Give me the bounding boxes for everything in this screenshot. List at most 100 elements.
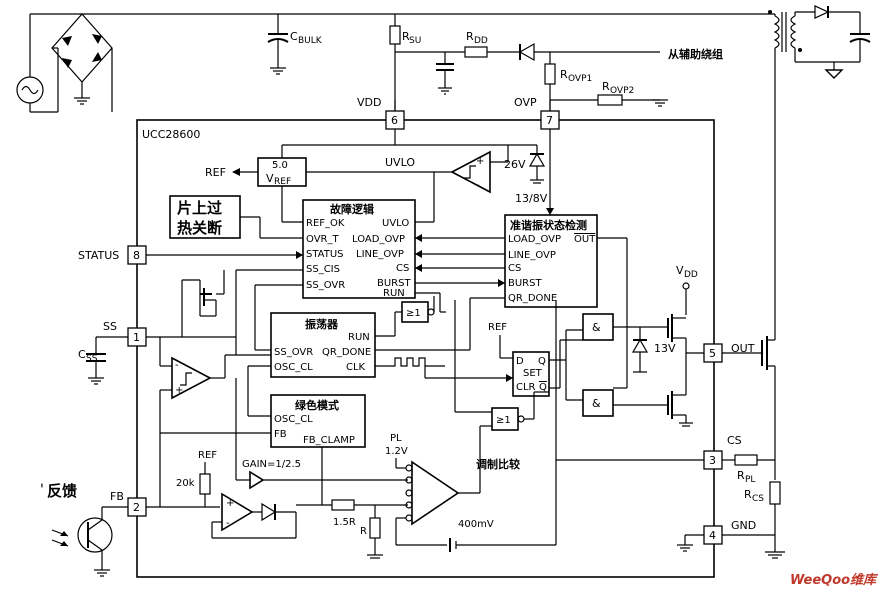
ref2: REF	[488, 322, 513, 359]
gain-buffer: GAIN=1/2.5	[235, 378, 408, 490]
bridge-rectifier	[30, 13, 113, 112]
svg-text:PL: PL	[390, 433, 402, 444]
svg-text:CS: CS	[396, 263, 409, 274]
svg-text:BURST: BURST	[377, 278, 411, 289]
svg-text:1.5R: 1.5R	[333, 517, 356, 528]
pin-2: 2 FB	[110, 490, 147, 517]
transformer	[768, 5, 871, 330]
fb-opamp: + -	[211, 492, 297, 539]
svg-text:&: &	[592, 321, 601, 334]
svg-text:+: +	[476, 156, 484, 167]
rovp1-sub: OVP1	[568, 74, 592, 84]
svg-text:RUN: RUN	[383, 288, 405, 299]
pin-4: 4 GND	[703, 519, 756, 545]
svg-text:调制比较: 调制比较	[476, 457, 520, 471]
zener-26v: 26V 13/8V	[504, 145, 548, 205]
vdd-cap	[436, 52, 454, 95]
oscillator-block: 振荡器 RUN SS_OVR QR_DONE OSC_CL CLK	[270, 312, 376, 378]
svg-text:FB_CLAMP: FB_CLAMP	[303, 435, 355, 446]
cbulk-label: C	[290, 30, 298, 43]
svg-text:SS_OVR: SS_OVR	[274, 347, 313, 358]
ss-hysteresis-comparator: - +	[159, 337, 271, 433]
rovp2-label: R	[602, 80, 610, 93]
rsu-label: R	[402, 30, 410, 43]
pin-8-name: STATUS	[78, 249, 119, 262]
svg-text:': '	[40, 482, 44, 498]
svg-text:C: C	[78, 348, 86, 361]
chip-name: UCC28600	[142, 128, 200, 141]
vref-block: 5.0 V REF REF	[205, 157, 307, 187]
svg-text:≥1: ≥1	[406, 308, 421, 319]
svg-text:1: 1	[133, 331, 140, 344]
feedback-optocoupler: ' 反馈	[40, 482, 128, 577]
rdd-label: R	[466, 30, 474, 43]
rovp1-label: R	[560, 68, 568, 81]
pin-6-name: VDD	[357, 96, 381, 109]
svg-text:片上过: 片上过	[177, 199, 222, 217]
svg-text:OSC_CL: OSC_CL	[274, 362, 313, 373]
rovp2-resistor: R OVP2	[550, 80, 668, 107]
svg-text:7: 7	[546, 114, 553, 127]
pin-5-name: OUT	[731, 342, 755, 355]
svg-text:CS: CS	[752, 494, 764, 504]
svg-text:REF: REF	[274, 177, 291, 187]
svg-text:热关断: 热关断	[177, 219, 222, 237]
rcs-resistor: R CS	[744, 481, 781, 552]
svg-text:SS: SS	[86, 354, 98, 364]
svg-text:Q: Q	[538, 356, 546, 367]
green-mode-block: 绿色模式 OSC_CL FB FB_CLAMP	[270, 394, 366, 448]
aux-diode: 从辅助绕组	[518, 42, 723, 62]
zener-26v-label: 26V	[504, 158, 526, 171]
svg-text:6: 6	[391, 114, 398, 127]
svg-text:BURST: BURST	[508, 278, 542, 289]
pin-3-name: CS	[727, 434, 742, 447]
svg-text:1.2V: 1.2V	[385, 446, 408, 457]
svg-text:REF_OK: REF_OK	[306, 218, 345, 229]
svg-text:-: -	[476, 180, 480, 191]
cbulk-sub: BULK	[298, 36, 323, 46]
v400mv-source: 400mV	[395, 460, 557, 552]
svg-text:V: V	[266, 172, 274, 185]
power-mosfet	[722, 330, 776, 480]
aux-winding-label: 从辅助绕组	[668, 47, 723, 61]
rdd-sub: DD	[474, 36, 488, 46]
svg-text:LOAD_OVP: LOAD_OVP	[352, 234, 405, 245]
fault-logic-block: 故障逻辑 REF_OK OVR_T STATUS SS_CIS SS_OVR U…	[302, 199, 416, 299]
svg-text:4: 4	[709, 529, 716, 542]
svg-text:SET: SET	[523, 368, 543, 379]
svg-text:SS_OVR: SS_OVR	[306, 280, 345, 291]
svg-text:LOAD_OVP: LOAD_OVP	[508, 234, 561, 245]
modulation-comparator: PL 1.2V 调制比较	[385, 433, 520, 526]
svg-text:CS: CS	[508, 263, 521, 274]
r15-resistor: 1.5R	[296, 499, 408, 528]
and-gate-bottom: &	[582, 389, 614, 417]
svg-text:2: 2	[133, 501, 140, 514]
pin-8: 8 STATUS	[78, 245, 147, 265]
svg-text:D: D	[516, 356, 524, 367]
pin-3: 3 CS	[703, 434, 742, 470]
pin-5: 5 OUT	[703, 342, 755, 363]
svg-text:GAIN=1/2.5: GAIN=1/2.5	[242, 459, 301, 470]
svg-text:20k: 20k	[176, 478, 195, 489]
svg-text:OSC_CL: OSC_CL	[274, 414, 313, 425]
rovp2-sub: OVP2	[610, 86, 634, 96]
svg-text:REF: REF	[198, 450, 217, 461]
rdd-resistor: R DD	[464, 30, 520, 58]
svg-text:8: 8	[133, 249, 140, 262]
svg-text:OUT: OUT	[574, 234, 596, 245]
qr-detect-block: 准谐振状态检测 LOAD_OVP OUT LINE_OVP CS BURST Q…	[504, 214, 598, 308]
svg-text:SS_CIS: SS_CIS	[306, 264, 340, 275]
and-gate-top: &	[582, 313, 614, 341]
r20k-ref: REF 20k	[176, 450, 217, 507]
svg-text:Q: Q	[539, 382, 547, 393]
rsu-resistor: R SU	[389, 14, 421, 112]
svg-text:+: +	[226, 498, 234, 509]
svg-text:LINE_OVP: LINE_OVP	[508, 250, 556, 261]
uvlo-label: UVLO	[385, 156, 415, 169]
svg-text:5: 5	[709, 347, 716, 360]
svg-text:QR_DONE: QR_DONE	[508, 293, 557, 304]
ss-discharge-mosfet	[181, 270, 225, 337]
svg-text:≥1: ≥1	[496, 415, 511, 426]
svg-text:LINE_OVP: LINE_OVP	[356, 249, 404, 260]
svg-text:13V: 13V	[654, 342, 676, 355]
